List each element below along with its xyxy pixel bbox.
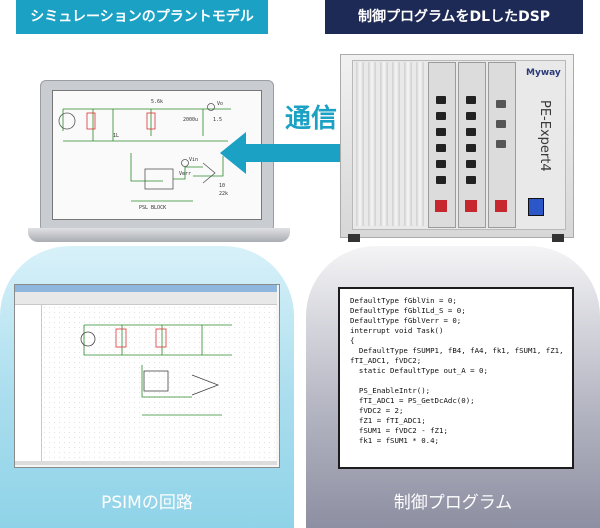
product-name: PE-Expert4 bbox=[537, 100, 552, 172]
schem-label: PSL BLOCK bbox=[139, 205, 166, 211]
schem-label: 2000u bbox=[183, 117, 198, 123]
window-titlebar bbox=[15, 285, 277, 292]
connector-port bbox=[466, 144, 476, 152]
connector-port bbox=[436, 112, 446, 120]
connector-port bbox=[436, 144, 446, 152]
connector-port bbox=[466, 112, 476, 120]
schem-label: Verr bbox=[179, 171, 191, 177]
psim-schematic bbox=[80, 324, 232, 416]
rack-foot bbox=[552, 234, 564, 242]
empty-slot bbox=[416, 62, 424, 226]
empty-slot bbox=[368, 62, 376, 226]
comm-label: 通信 bbox=[284, 104, 337, 134]
connector-port bbox=[466, 160, 476, 168]
code-line: DefaultType fGblVin = 0; bbox=[350, 296, 457, 305]
laptop-schematic: 5.6k Vo 2000u 1.5 1L Vin Verr 10 22k PSL… bbox=[58, 99, 231, 211]
window-sidebar bbox=[15, 305, 42, 461]
bidirectional-arrow-icon bbox=[220, 132, 372, 174]
connector-port bbox=[496, 100, 506, 108]
connector-port bbox=[466, 96, 476, 104]
schem-label: 1.5 bbox=[213, 117, 222, 123]
empty-slot bbox=[404, 62, 412, 226]
schematic-canvas bbox=[42, 305, 276, 461]
red-latch bbox=[495, 200, 507, 212]
connector-port bbox=[436, 128, 446, 136]
code-line: fk1 = fSUM1 * 0.4; bbox=[350, 436, 439, 445]
rack-foot bbox=[348, 234, 360, 242]
empty-slot bbox=[392, 62, 400, 226]
code-line: PS_EnableIntr(); bbox=[350, 386, 431, 395]
schem-label: 22k bbox=[219, 191, 228, 197]
code-line: { bbox=[350, 336, 355, 345]
code-line: DefaultType fGblVerr = 0; bbox=[350, 316, 462, 325]
empty-slot bbox=[356, 62, 364, 226]
header-plant-model: シミュレーションのプラントモデル bbox=[16, 0, 268, 34]
code-line: DefaultType fGblILd_S = 0; bbox=[350, 306, 466, 315]
schem-label: 10 bbox=[219, 183, 225, 189]
window-statusbar bbox=[15, 461, 277, 465]
red-latch bbox=[465, 200, 477, 212]
empty-slot bbox=[380, 62, 388, 226]
code-line: interrupt void Task() bbox=[350, 326, 444, 335]
schem-label: 1L bbox=[113, 133, 119, 139]
code-line: fSUM1 = fVDC2 - fZ1; bbox=[350, 426, 448, 435]
schem-label: 5.6k bbox=[151, 99, 163, 105]
connector-port bbox=[436, 96, 446, 104]
power-switch-icon bbox=[528, 198, 544, 216]
connector-port bbox=[466, 176, 476, 184]
connector-port bbox=[496, 140, 506, 148]
code-line: static DefaultType out_A = 0; bbox=[350, 366, 488, 375]
connector-port bbox=[496, 120, 506, 128]
panel-title-program: 制御プログラム bbox=[393, 493, 513, 513]
connector-port bbox=[436, 176, 446, 184]
code-box bbox=[338, 287, 574, 469]
connector-port bbox=[466, 128, 476, 136]
code-line: fTI_ADC1, fVDC2; bbox=[350, 356, 422, 365]
red-latch bbox=[435, 200, 447, 212]
code-line: fZ1 = fTI_ADC1; bbox=[350, 416, 426, 425]
header-dsp: 制御プログラムをDLしたDSP bbox=[325, 0, 583, 34]
laptop-base bbox=[28, 228, 290, 242]
brand-logo: Myway bbox=[526, 68, 561, 78]
schem-label: Vin bbox=[189, 157, 198, 163]
code-line: DefaultType fSUMP1, fB4, fA4, fk1, fSUM1… bbox=[350, 346, 564, 355]
window-toolbar bbox=[15, 292, 277, 305]
schem-label: Vo bbox=[217, 101, 223, 107]
code-line: fVDC2 = 2; bbox=[350, 406, 404, 415]
connector-port bbox=[436, 160, 446, 168]
code-line: fTI_ADC1 = PS_GetDcAdc(0); bbox=[350, 396, 475, 405]
panel-title-psim: PSIMの回路 bbox=[101, 493, 193, 513]
